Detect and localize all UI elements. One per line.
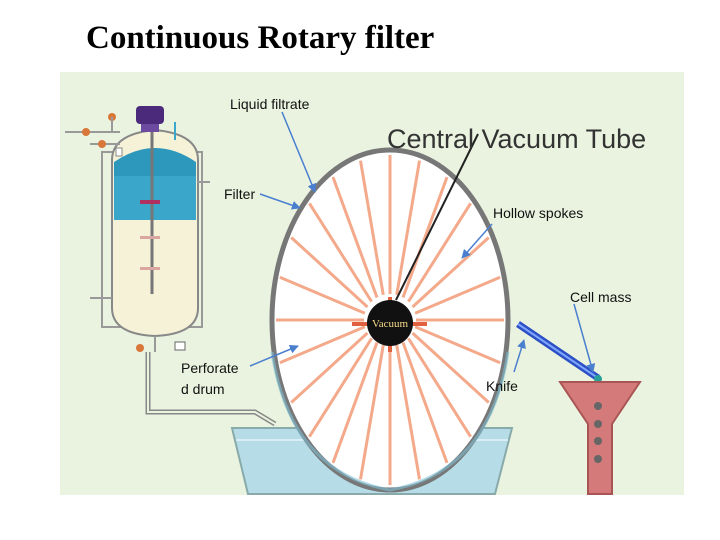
label-perforated-drum-line1: Perforate bbox=[181, 360, 239, 376]
hollow-spoke bbox=[331, 342, 379, 464]
rotary-filter-diagram: Vacuum Central Vacuum Tube bbox=[60, 72, 684, 495]
hollow-spoke bbox=[359, 344, 385, 480]
label-hollow-spokes: Hollow spokes bbox=[493, 205, 584, 221]
hollow-spoke bbox=[308, 337, 373, 438]
hollow-spoke bbox=[290, 331, 369, 404]
fermenter-tank bbox=[65, 106, 277, 427]
hollow-spoke bbox=[411, 236, 490, 309]
hollow-spoke bbox=[407, 202, 472, 303]
hollow-spoke bbox=[290, 236, 369, 309]
arrow-knife bbox=[513, 339, 526, 373]
hollow-spoke bbox=[395, 160, 421, 296]
label-cell-mass: Cell mass bbox=[570, 289, 632, 305]
hollow-spoke bbox=[401, 176, 449, 298]
hollow-spoke bbox=[407, 337, 472, 438]
label-perforated-drum-line2: d drum bbox=[181, 381, 225, 397]
hollow-spoke bbox=[308, 202, 373, 303]
vacuum-hub bbox=[367, 300, 413, 346]
arrow-perforated-drum bbox=[249, 344, 299, 367]
central-vacuum-tube-heading: Central Vacuum Tube bbox=[387, 124, 647, 154]
arrow-liquid-filtrate bbox=[281, 111, 317, 193]
arrow-filter bbox=[259, 193, 301, 210]
drum-spokes bbox=[276, 155, 504, 485]
arrow-cell-mass bbox=[573, 303, 596, 373]
hollow-spoke bbox=[359, 160, 385, 296]
collection-funnel bbox=[558, 381, 642, 495]
arrow-hollow-spokes bbox=[461, 223, 493, 259]
label-knife: Knife bbox=[486, 378, 518, 394]
hollow-spoke bbox=[414, 275, 501, 315]
hollow-spoke bbox=[331, 176, 379, 298]
rotary-drum: Vacuum bbox=[269, 133, 511, 493]
page-title: Continuous Rotary filter bbox=[86, 20, 435, 56]
hollow-spoke bbox=[411, 331, 490, 404]
hollow-spoke bbox=[414, 325, 501, 365]
label-liquid-filtrate: Liquid filtrate bbox=[230, 96, 310, 112]
hollow-spoke bbox=[401, 342, 449, 464]
hollow-spoke bbox=[279, 275, 366, 315]
hollow-spoke bbox=[279, 325, 366, 365]
hollow-spoke bbox=[395, 344, 421, 480]
vacuum-hub-label: Vacuum bbox=[372, 318, 408, 330]
pointer-arrows bbox=[249, 111, 596, 373]
label-filter: Filter bbox=[224, 186, 256, 202]
